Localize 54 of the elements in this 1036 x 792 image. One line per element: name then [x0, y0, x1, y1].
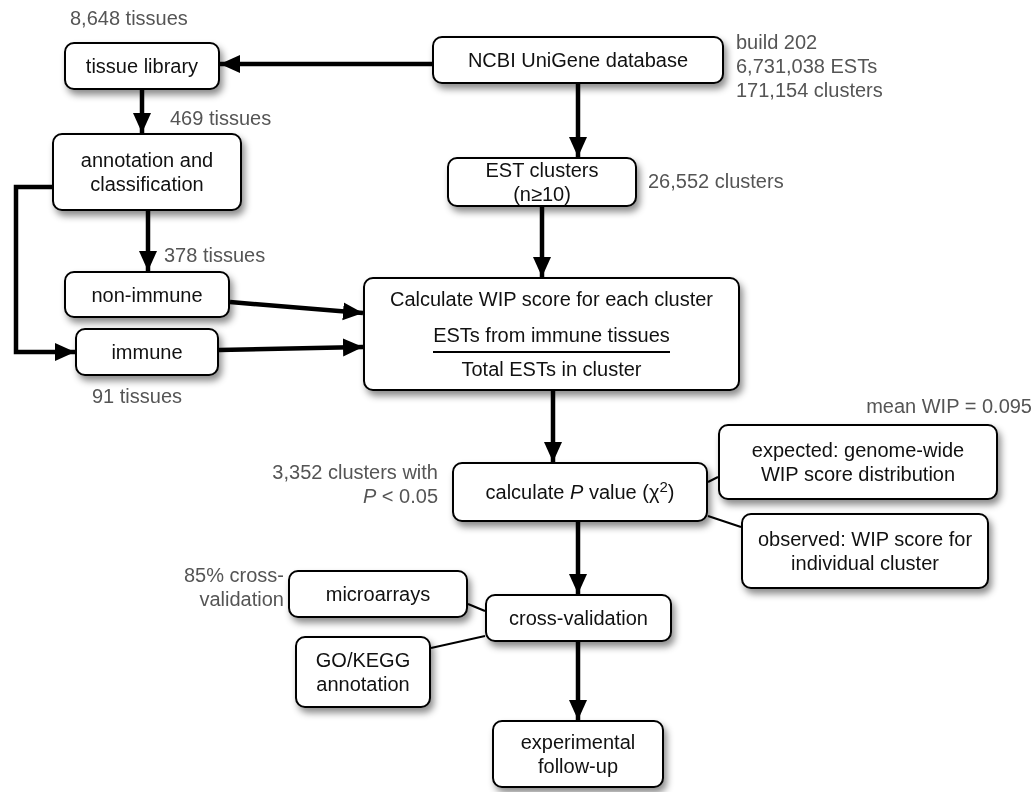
- node-text: observed: WIP score for individual cluster: [756, 527, 974, 575]
- arrow: [220, 55, 432, 73]
- connector-line: [467, 603, 486, 612]
- node-text: annotation and classification: [79, 148, 215, 196]
- node-text: tissue library: [85, 54, 199, 78]
- node-text: EST clusters (n≥10): [484, 158, 600, 206]
- node-text: experimental follow-up: [519, 730, 637, 778]
- arrow: [218, 338, 364, 357]
- process-box: [75, 328, 219, 376]
- process-box: [295, 636, 431, 708]
- formula-denominator: Total ESTs in cluster: [461, 357, 642, 381]
- node-text: NCBI UniGene database: [467, 48, 689, 72]
- annotation-text: 26,552 clusters: [648, 169, 785, 193]
- node-text: non-immune: [91, 282, 203, 307]
- node-text: calculate P value (χ$^{2}$): [485, 480, 675, 504]
- process-box: [447, 157, 637, 207]
- node-heading: Calculate WIP score for each cluster: [389, 287, 714, 311]
- arrow: [569, 642, 587, 720]
- node-text: microarrays: [325, 582, 431, 606]
- connector-line: [707, 476, 719, 483]
- process-box: [432, 36, 724, 84]
- arrow: [544, 391, 562, 462]
- process-box: [64, 271, 230, 318]
- process-box: [485, 594, 672, 642]
- annotation-text: 85% cross-validation: [182, 563, 284, 611]
- annotation-text: 8,648 tissues: [70, 6, 189, 30]
- process-box: [363, 277, 740, 391]
- process-box: [52, 133, 242, 211]
- connector-line: [707, 515, 742, 528]
- process-box: [64, 42, 220, 90]
- process-box: [288, 570, 468, 618]
- annotation-text: mean WIP = 0.095: [865, 394, 1032, 418]
- annotation-text: 3,352 clusters with P < 0.05: [271, 460, 438, 508]
- annotation-text: 469 tissues: [170, 106, 273, 130]
- node-text: GO/KEGG annotation: [314, 648, 412, 696]
- node-text: immune: [111, 340, 183, 364]
- process-box: [452, 462, 708, 522]
- arrow: [133, 90, 151, 133]
- arrow: [569, 84, 587, 157]
- annotation-text: 91 tissues: [92, 384, 184, 408]
- process-box: [492, 720, 664, 788]
- arrow: [13, 184, 75, 361]
- process-box: [741, 513, 989, 589]
- connector-line: [430, 635, 486, 649]
- annotation-text: build 202 6,731,038 ESTs 171,154 clusters: [736, 30, 884, 102]
- process-box: [718, 424, 998, 500]
- arrow: [533, 207, 551, 277]
- annotation-text: 378 tissues: [164, 243, 267, 267]
- node-text: cross-validation: [509, 606, 648, 630]
- arrow: [139, 211, 157, 271]
- arrow: [569, 522, 587, 594]
- arrow: [229, 299, 364, 321]
- node-text: expected: genome-wide WIP score distribution: [750, 438, 966, 486]
- formula-numerator: ESTs from immune tissues: [433, 323, 670, 353]
